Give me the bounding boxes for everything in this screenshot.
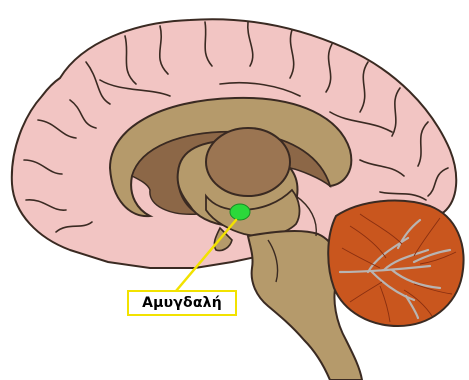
amygdala-label-text: Αμυγδαλή <box>142 295 222 311</box>
cerebellum <box>328 201 463 326</box>
thalamus <box>206 128 290 196</box>
amygdala <box>230 204 250 220</box>
amygdala-label: Αμυγδαλή <box>127 290 237 316</box>
